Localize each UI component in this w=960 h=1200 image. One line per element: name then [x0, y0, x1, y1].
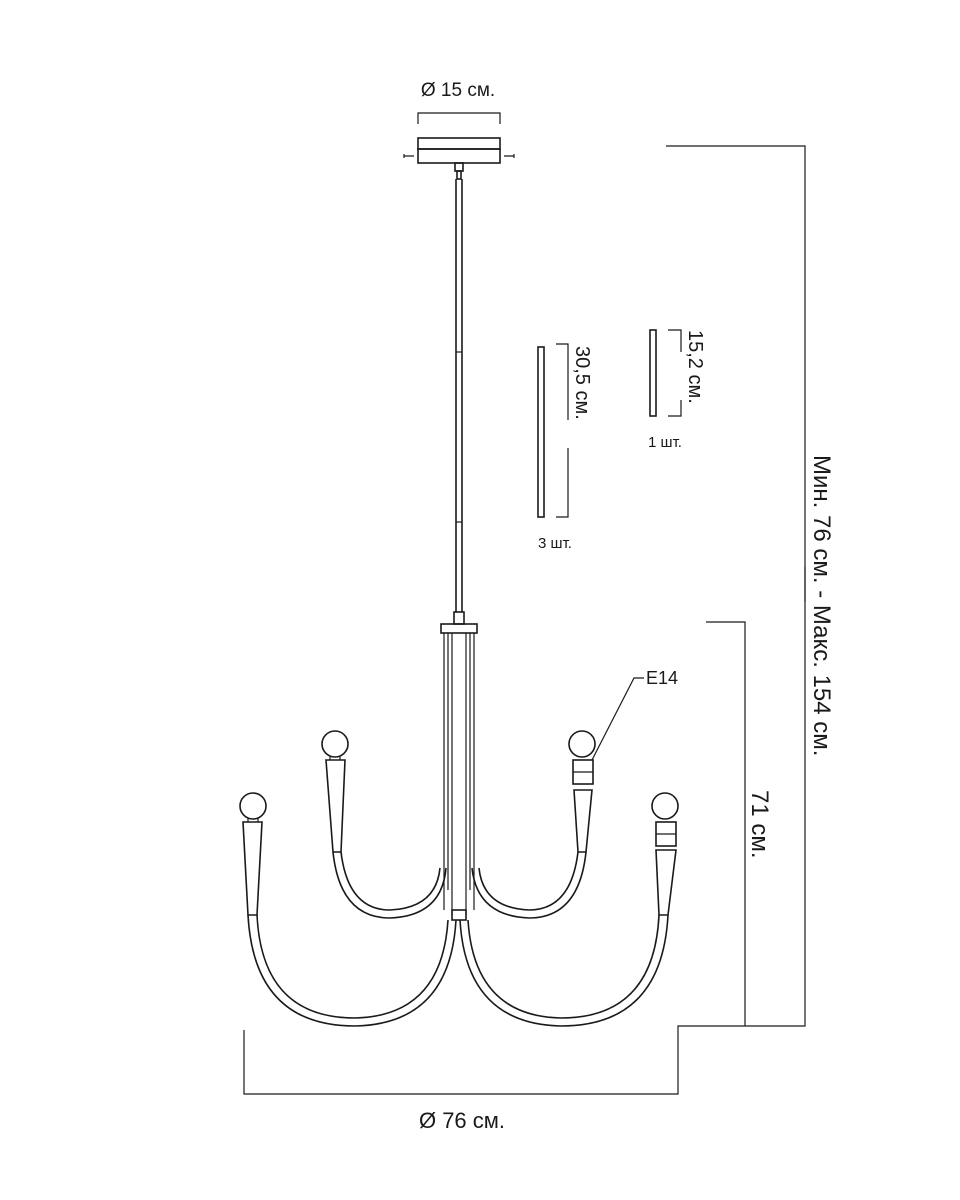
socket-type-label: E14	[646, 668, 678, 688]
extension-rod-short: 15,2 см. 1 шт.	[648, 329, 706, 451]
ceiling-canopy	[403, 137, 515, 164]
arm-socket-cover	[655, 849, 677, 916]
rod-long-length-label: 30,5 см.	[571, 346, 593, 420]
rod-connector-top	[454, 162, 464, 172]
bulb	[239, 792, 267, 820]
socket-leader-line	[591, 677, 644, 761]
chandelier-body	[239, 623, 679, 1027]
extension-rod-long: 30,5 см. 3 шт.	[537, 343, 593, 552]
bulb	[321, 730, 349, 758]
arm-inner-right	[471, 730, 596, 919]
rod-long-shape	[537, 346, 545, 518]
rod-long-dim-top	[556, 343, 569, 420]
diameter-dimension: Ø 76 см.	[419, 1108, 505, 1133]
rod-short-dim-top	[668, 329, 682, 352]
canopy-screw-left	[403, 154, 414, 158]
socket-callout: E14	[591, 668, 678, 761]
rod-long-dim-bottom	[556, 448, 569, 518]
rod-lower-connector	[453, 611, 465, 625]
canopy-dimension-bracket	[417, 112, 501, 124]
body-height-label: 71 см.	[746, 790, 773, 859]
canopy-top	[417, 137, 501, 150]
total-height-label: Мин. 76 см. - Макс. 154 см.	[808, 455, 835, 756]
arm-outer-right	[459, 792, 679, 1027]
rod-short-dim-bottom	[668, 400, 682, 417]
diameter-label: Ø 76 см.	[419, 1108, 505, 1133]
bulb	[568, 730, 596, 758]
rod-short-length-label: 15,2 см.	[684, 330, 706, 404]
body-bottom-knob	[451, 909, 467, 921]
body-hub	[440, 623, 478, 634]
suspension-rod	[453, 162, 465, 625]
bulb	[651, 792, 679, 820]
body-height-dimension: 71 см.	[706, 621, 773, 1026]
total-height-dimension: Мин. 76 см. - Макс. 154 см.	[243, 145, 835, 1095]
arm-outer-left	[239, 792, 457, 1027]
arm-socket-cover	[573, 789, 593, 853]
rod-short-shape	[649, 329, 657, 417]
total-height-line	[243, 145, 806, 1095]
rod-long-qty-label: 3 шт.	[538, 535, 572, 552]
canopy-plate	[417, 148, 501, 164]
arm-inner-left	[321, 730, 447, 919]
rod-connector-neck	[456, 170, 462, 180]
arm-socket-cover	[242, 821, 263, 916]
body-height-line	[706, 621, 746, 1026]
canopy-screw-right	[504, 154, 515, 158]
arm-socket-cover	[325, 759, 346, 853]
canopy-diameter-label: Ø 15 см.	[421, 80, 495, 101]
rod-short-qty-label: 1 шт.	[648, 434, 682, 451]
canopy-dimension: Ø 15 см.	[417, 80, 501, 124]
